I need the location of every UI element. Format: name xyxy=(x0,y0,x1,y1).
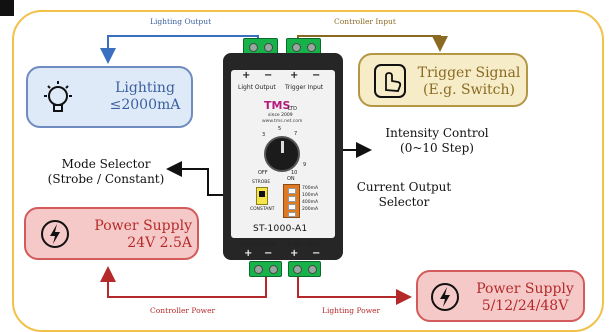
current-option: 200mA xyxy=(302,207,319,212)
lighting-power-label: Lighting Power xyxy=(322,306,381,315)
minus-sign: − xyxy=(264,248,273,259)
brand-logo: TMS xyxy=(264,99,291,112)
current-option: 700mA xyxy=(302,186,319,191)
minus-sign: − xyxy=(312,70,321,81)
current-values: 700mA 100mA 400mA 200mA xyxy=(302,185,318,213)
intensity-control-title: Intensity Control xyxy=(385,126,489,140)
dip-on-label: ON xyxy=(287,176,295,182)
current-option: 100mA xyxy=(302,193,319,198)
mode-selector-label: Mode Selector (Strobe / Constant) xyxy=(40,157,172,187)
lighting-power-arrow xyxy=(297,277,412,305)
current-output-sub: Selector xyxy=(378,195,430,209)
power-input-device-label: Power Input xyxy=(240,241,276,248)
dial-off-label: OFF xyxy=(258,170,268,176)
ps1-text: Power Supply 24V 2.5A xyxy=(82,218,192,252)
device-model: ST-1000-A1 xyxy=(253,224,308,234)
trigger-box-text: Trigger Signal (E.g. Switch) xyxy=(412,65,526,99)
lighting-output-label: Lighting Output xyxy=(150,17,212,26)
light-input-terminal xyxy=(288,261,321,277)
current-output-title: Current Output xyxy=(356,180,452,194)
dial-number: 9 xyxy=(303,162,307,168)
ps1-value: 24V 2.5A xyxy=(127,235,192,251)
lightning-bolt-icon xyxy=(431,283,459,311)
intensity-dial[interactable] xyxy=(264,136,300,172)
dial-number: 5 xyxy=(278,126,282,132)
lighting-box-text: Lighting ≤2000mA xyxy=(100,80,190,114)
plus-sign: + xyxy=(244,248,253,259)
ps2-value: 5/12/24/48V xyxy=(481,298,569,314)
ps2-title: Power Supply xyxy=(476,281,574,297)
plus-sign: + xyxy=(290,70,299,81)
minus-sign: − xyxy=(264,70,273,81)
power-supply-controller-box: Power Supply 24V 2.5A xyxy=(24,207,199,260)
brand-sub: LTD xyxy=(288,106,298,112)
trigger-box: Trigger Signal (E.g. Switch) xyxy=(358,53,528,107)
plus-sign: + xyxy=(242,70,251,81)
trigger-box-value: (E.g. Switch) xyxy=(423,82,515,98)
corner-mark xyxy=(0,0,14,16)
dial-number: 7 xyxy=(294,131,298,137)
constant-label: CONSTANT xyxy=(250,207,275,212)
lighting-box-value: ≤2000mA xyxy=(109,97,181,113)
strobe-label: STROBE xyxy=(252,180,271,185)
mode-slide-switch[interactable] xyxy=(256,187,268,205)
minus-sign: − xyxy=(312,248,321,259)
dial-number: 3 xyxy=(262,132,266,138)
lighting-box-title: Lighting xyxy=(115,80,175,96)
controller-input-label: Controller Input xyxy=(334,17,396,26)
current-dip-switch[interactable] xyxy=(283,184,300,218)
lighting-box: Lighting ≤2000mA xyxy=(26,66,193,128)
plus-sign: + xyxy=(290,248,299,259)
intensity-control-range: (0~10 Step) xyxy=(400,141,474,155)
intensity-control-label: Intensity Control (0~10 Step) xyxy=(377,126,497,156)
lightning-bolt-icon xyxy=(41,220,69,248)
light-output-device-label: Light Output xyxy=(238,84,276,91)
power-input-terminal xyxy=(249,261,282,277)
current-option: 400mA xyxy=(302,200,319,205)
ps2-text: Power Supply 5/12/24/48V xyxy=(470,281,580,315)
mode-selector-options: (Strobe / Constant) xyxy=(47,172,165,186)
controller-power-label: Controller Power xyxy=(150,306,216,315)
current-output-label: Current Output Selector xyxy=(344,180,464,210)
brand-url: www.tms.net.com xyxy=(262,119,303,124)
light-input-device-label: Light Input xyxy=(288,241,321,248)
dial-number: 10 xyxy=(291,170,298,176)
power-supply-lighting-box: Power Supply 5/12/24/48V xyxy=(416,270,585,322)
trigger-input-device-label: Trigger Input xyxy=(285,84,324,91)
brand-line: since 2009 xyxy=(268,113,293,118)
lightbulb-icon xyxy=(44,81,72,112)
pointer-hand-icon xyxy=(374,64,406,98)
trigger-box-title: Trigger Signal xyxy=(417,65,521,81)
mode-selector-title: Mode Selector xyxy=(61,157,151,171)
controller-power-arrow xyxy=(100,266,267,298)
ps1-title: Power Supply xyxy=(94,218,192,234)
